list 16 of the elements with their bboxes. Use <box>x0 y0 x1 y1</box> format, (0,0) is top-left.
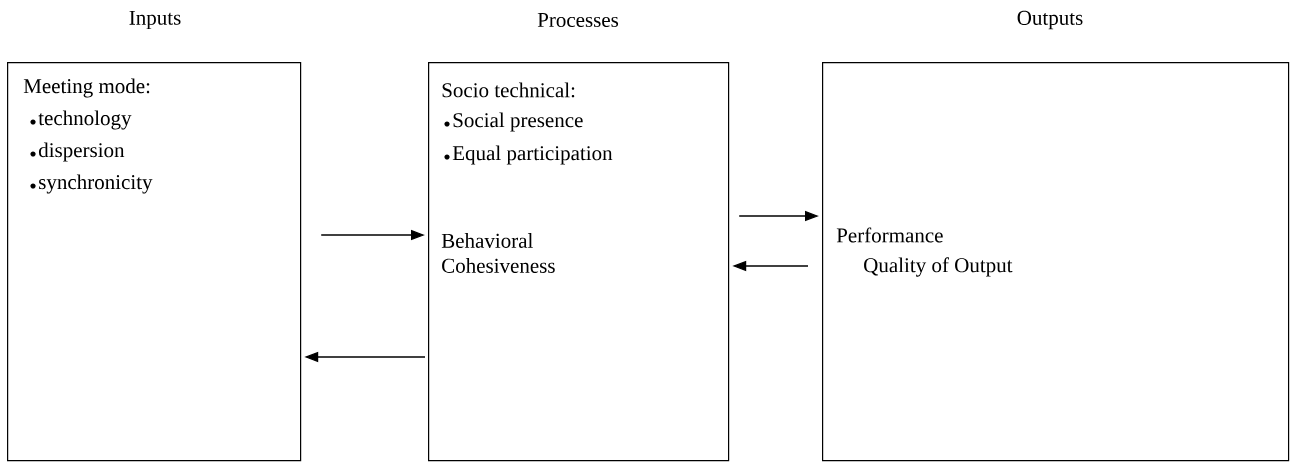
bullet-item: dispersion <box>38 142 125 162</box>
body-text: Meeting mode: <box>23 78 150 98</box>
process-box <box>822 62 1290 462</box>
bullet-item: synchronicity <box>39 174 153 194</box>
process-box <box>7 62 302 462</box>
body-text: Socio technical: <box>442 82 575 98</box>
body-text: Quality of Output <box>864 257 1013 277</box>
bullet-item: Equal participation <box>452 145 613 165</box>
body-text: Performance <box>836 227 943 243</box>
column-heading: Outputs <box>1017 10 1083 30</box>
body-text: Behavioral Cohesiveness <box>441 233 555 273</box>
column-heading: Processes <box>537 13 619 27</box>
bullet-item: technology <box>38 110 132 130</box>
process-box <box>428 62 730 462</box>
column-heading: Inputs <box>129 10 181 30</box>
bullet-item: Social presence <box>453 112 583 132</box>
